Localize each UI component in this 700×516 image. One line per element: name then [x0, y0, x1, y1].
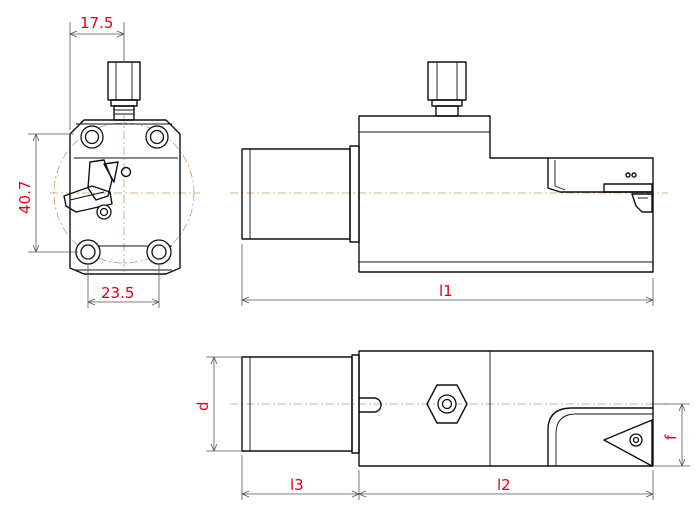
end-view-insert-clamp — [63, 159, 119, 220]
side-view-body — [358, 115, 654, 273]
side-view-coolant-fitting — [427, 61, 467, 117]
top-view-slot — [359, 397, 382, 413]
dimension-label-l3: l3 — [290, 476, 304, 494]
dimension-f: f — [653, 403, 690, 467]
end-view-mounting-screw-bottom-right — [146, 239, 172, 265]
dimension-label-l2: l2 — [497, 476, 511, 494]
dimension-d: d — [194, 356, 242, 452]
side-view-tool-head — [547, 158, 653, 213]
dimension-label-23-5: 23.5 — [101, 284, 134, 302]
end-view: 17.5 40.7 23.5 — [16, 14, 200, 308]
top-view: d f l3 l2 — [194, 350, 690, 500]
dimension-17-5: 17.5 — [69, 14, 125, 130]
dimension-l2: l2 — [358, 470, 654, 500]
dimension-label-40-7: 40.7 — [16, 181, 34, 214]
dimension-label-17-5: 17.5 — [80, 14, 113, 32]
dimension-label-l1: l1 — [439, 282, 453, 300]
dimension-40-7: 40.7 — [16, 133, 78, 253]
dimension-label-d: d — [194, 401, 212, 411]
side-view-shank — [241, 148, 351, 240]
top-view-tool-head — [547, 407, 653, 467]
end-view-coolant-hole — [120, 166, 132, 178]
end-view-coolant-fitting — [107, 61, 141, 121]
end-view-mounting-screw-top-right — [145, 125, 169, 149]
dimension-l3: l3 — [241, 455, 360, 500]
end-view-mounting-screw-bottom-left — [75, 239, 101, 265]
dimension-23-5: 23.5 — [87, 264, 160, 308]
dimension-label-f: f — [662, 434, 680, 440]
side-view: l1 — [230, 61, 668, 306]
dimension-l1: l1 — [241, 244, 654, 306]
top-view-coolant-fitting-hex — [426, 384, 468, 424]
top-view-insert — [603, 419, 653, 467]
side-view-shank-collar — [349, 145, 360, 243]
end-view-body — [69, 119, 181, 275]
end-view-mounting-screw-top-left — [80, 125, 104, 149]
